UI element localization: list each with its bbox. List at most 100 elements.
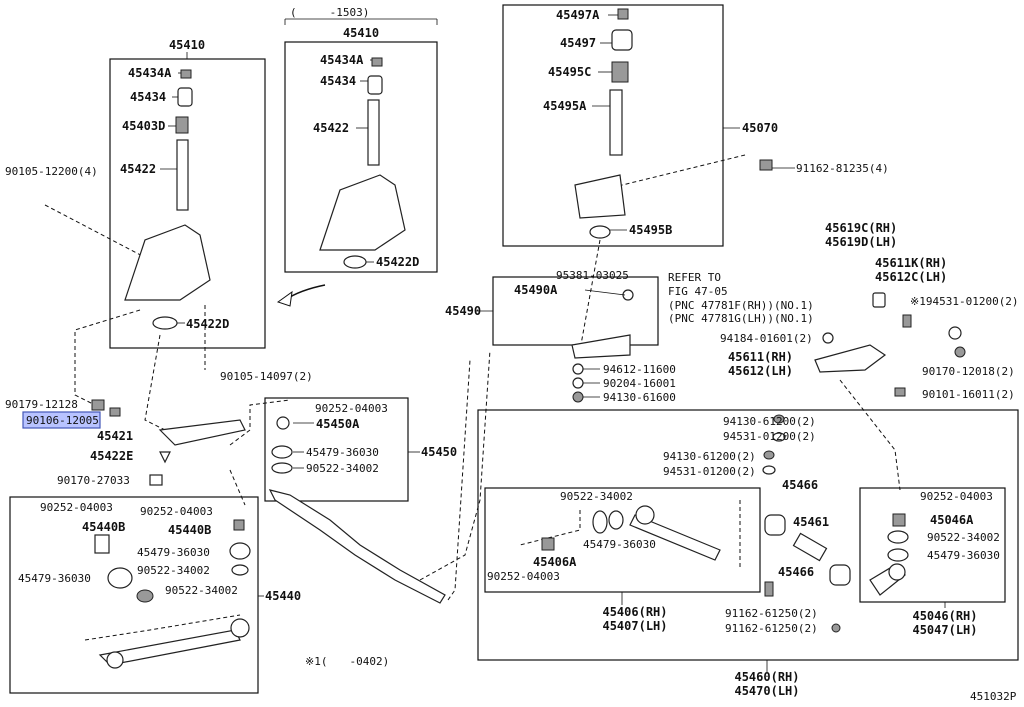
part-label[interactable]: 90522-34002 (306, 462, 379, 475)
box-label-45410-left: 45410 (169, 38, 205, 52)
nut-icon (94, 534, 110, 554)
box-45070 (502, 4, 724, 247)
part-label[interactable]: 45421 (97, 429, 133, 443)
part-label[interactable]: 45466 (782, 478, 818, 492)
part-label[interactable]: 45434A (128, 66, 172, 80)
part-label[interactable]: 45479-36030 (583, 538, 656, 551)
part-label[interactable]: 94130-61600 (603, 391, 676, 404)
part-label[interactable]: 45422D (376, 255, 419, 269)
part-label[interactable]: 45495C (548, 65, 591, 79)
part-label[interactable]: 94531-01200(2) (723, 430, 816, 443)
box-label-45410-right: 45410 (343, 26, 379, 40)
part-label[interactable]: 45403D (122, 119, 165, 133)
box-label-45490: 45490 (445, 304, 481, 318)
part-label[interactable]: 94531-01200(2) (663, 465, 756, 478)
part-label[interactable]: 45422 (120, 162, 156, 176)
part-label[interactable]: 90522-34002 (927, 531, 1000, 544)
part-label[interactable]: 90522-34002 (137, 564, 210, 577)
part-label-highlighted[interactable]: 90106-12005 (26, 414, 99, 427)
part-label[interactable]: 90522-34002 (165, 584, 238, 597)
part-label[interactable]: 45440B (82, 520, 125, 534)
box-label-45047: 45047(LH) (912, 623, 977, 637)
part-label[interactable]: 45612(LH) (728, 364, 793, 378)
part-label[interactable]: 45046A (930, 513, 974, 527)
part-label[interactable]: 45440B (168, 523, 211, 537)
washer-icon (572, 377, 584, 389)
part-label[interactable]: 45434 (130, 90, 166, 104)
box-label-45450: 45450 (421, 445, 457, 459)
part-label[interactable]: 90101-16011(2) (922, 388, 1015, 401)
bushing-icon (343, 255, 367, 269)
part-label[interactable]: 91162-81235(4) (796, 162, 889, 175)
part-label[interactable]: 90522-34002 (560, 490, 633, 503)
refer-fig[interactable]: FIG 47-05 (668, 285, 728, 298)
ball-joint-icon (635, 505, 655, 525)
part-label[interactable]: 90252-04003 (920, 490, 993, 503)
part-label[interactable]: 45406A (533, 555, 577, 569)
part-label[interactable]: 45479-36030 (137, 546, 210, 559)
part-label[interactable]: 94612-11600 (603, 363, 676, 376)
part-label[interactable]: 45479-36030 (18, 572, 91, 585)
part-label[interactable]: 45422E (90, 449, 133, 463)
part-label[interactable]: 45497 (560, 36, 596, 50)
part-label[interactable]: 45434A (320, 53, 364, 67)
arrow-icon (276, 290, 293, 307)
part-label[interactable]: 90252-04003 (40, 501, 113, 514)
cap-icon (617, 8, 629, 20)
washer-icon (608, 510, 624, 530)
bolt-icon (109, 407, 121, 417)
part-label[interactable]: 90204-16001 (603, 377, 676, 390)
part-label[interactable]: 45466 (778, 565, 814, 579)
part-label[interactable]: 90105-14097(2) (220, 370, 313, 383)
part-label[interactable]: 90105-12200(4) (5, 165, 98, 178)
part-label[interactable]: 45611K(RH) (875, 256, 947, 270)
spring-icon (175, 116, 189, 134)
part-label[interactable]: 90170-27033 (57, 474, 130, 487)
nut-icon (611, 29, 633, 51)
highlighted-part[interactable]: 90106-12005 (22, 411, 101, 429)
part-label[interactable]: ※194531-01200(2) (910, 295, 1019, 308)
part-label[interactable]: 94130-61200(2) (723, 415, 816, 428)
part-label[interactable]: 95381-03025 (556, 269, 629, 282)
tie-rod-end-icon (629, 514, 721, 561)
part-label[interactable]: 90252-04003 (140, 505, 213, 518)
box-label-45406: 45406(RH) (602, 605, 667, 619)
part-label[interactable]: 90179-12128 (5, 398, 78, 411)
part-label[interactable]: 45612C(LH) (875, 270, 947, 284)
spring-icon (611, 61, 629, 83)
part-label[interactable]: 45495B (629, 223, 672, 237)
part-label[interactable]: 45495A (543, 99, 587, 113)
part-label[interactable]: 45497A (556, 8, 600, 22)
idler-arm-icon (158, 419, 246, 446)
part-label[interactable]: 45479-36030 (306, 446, 379, 459)
ball-joint-icon (230, 618, 250, 638)
part-label[interactable]: 90252-04003 (487, 570, 560, 583)
part-label[interactable]: 90252-04003 (315, 402, 388, 415)
part-label[interactable]: 91162-61250(2) (725, 607, 818, 620)
part-label[interactable]: 45479-36030 (927, 549, 1000, 562)
part-label[interactable]: 94130-61200(2) (663, 450, 756, 463)
nut-icon (541, 537, 555, 551)
spring-icon (136, 589, 154, 603)
part-label[interactable]: 45422D (186, 317, 229, 331)
nut-icon (367, 75, 383, 95)
washer-icon (231, 564, 249, 576)
part-label[interactable]: 45422 (313, 121, 349, 135)
part-label[interactable]: 45434 (320, 74, 356, 88)
part-label[interactable]: 91162-61250(2) (725, 622, 818, 635)
part-label[interactable]: 45619C(RH) (825, 221, 897, 235)
washer-icon (772, 432, 786, 442)
bushing-icon (107, 567, 133, 589)
part-label[interactable]: 45450A (316, 417, 360, 431)
washer-icon (572, 363, 584, 375)
box-45450 (264, 397, 409, 502)
washer-icon (948, 326, 962, 340)
part-label[interactable]: 45490A (514, 283, 558, 297)
part-label[interactable]: 90170-12018(2) (922, 365, 1015, 378)
part-label[interactable]: 94184-01601(2) (720, 332, 813, 345)
idler-bracket-icon (124, 224, 211, 301)
box-45410-right (284, 41, 438, 273)
part-label[interactable]: 45611(RH) (728, 350, 793, 364)
part-label[interactable]: 45619D(LH) (825, 235, 897, 249)
part-label[interactable]: 45461 (793, 515, 829, 529)
